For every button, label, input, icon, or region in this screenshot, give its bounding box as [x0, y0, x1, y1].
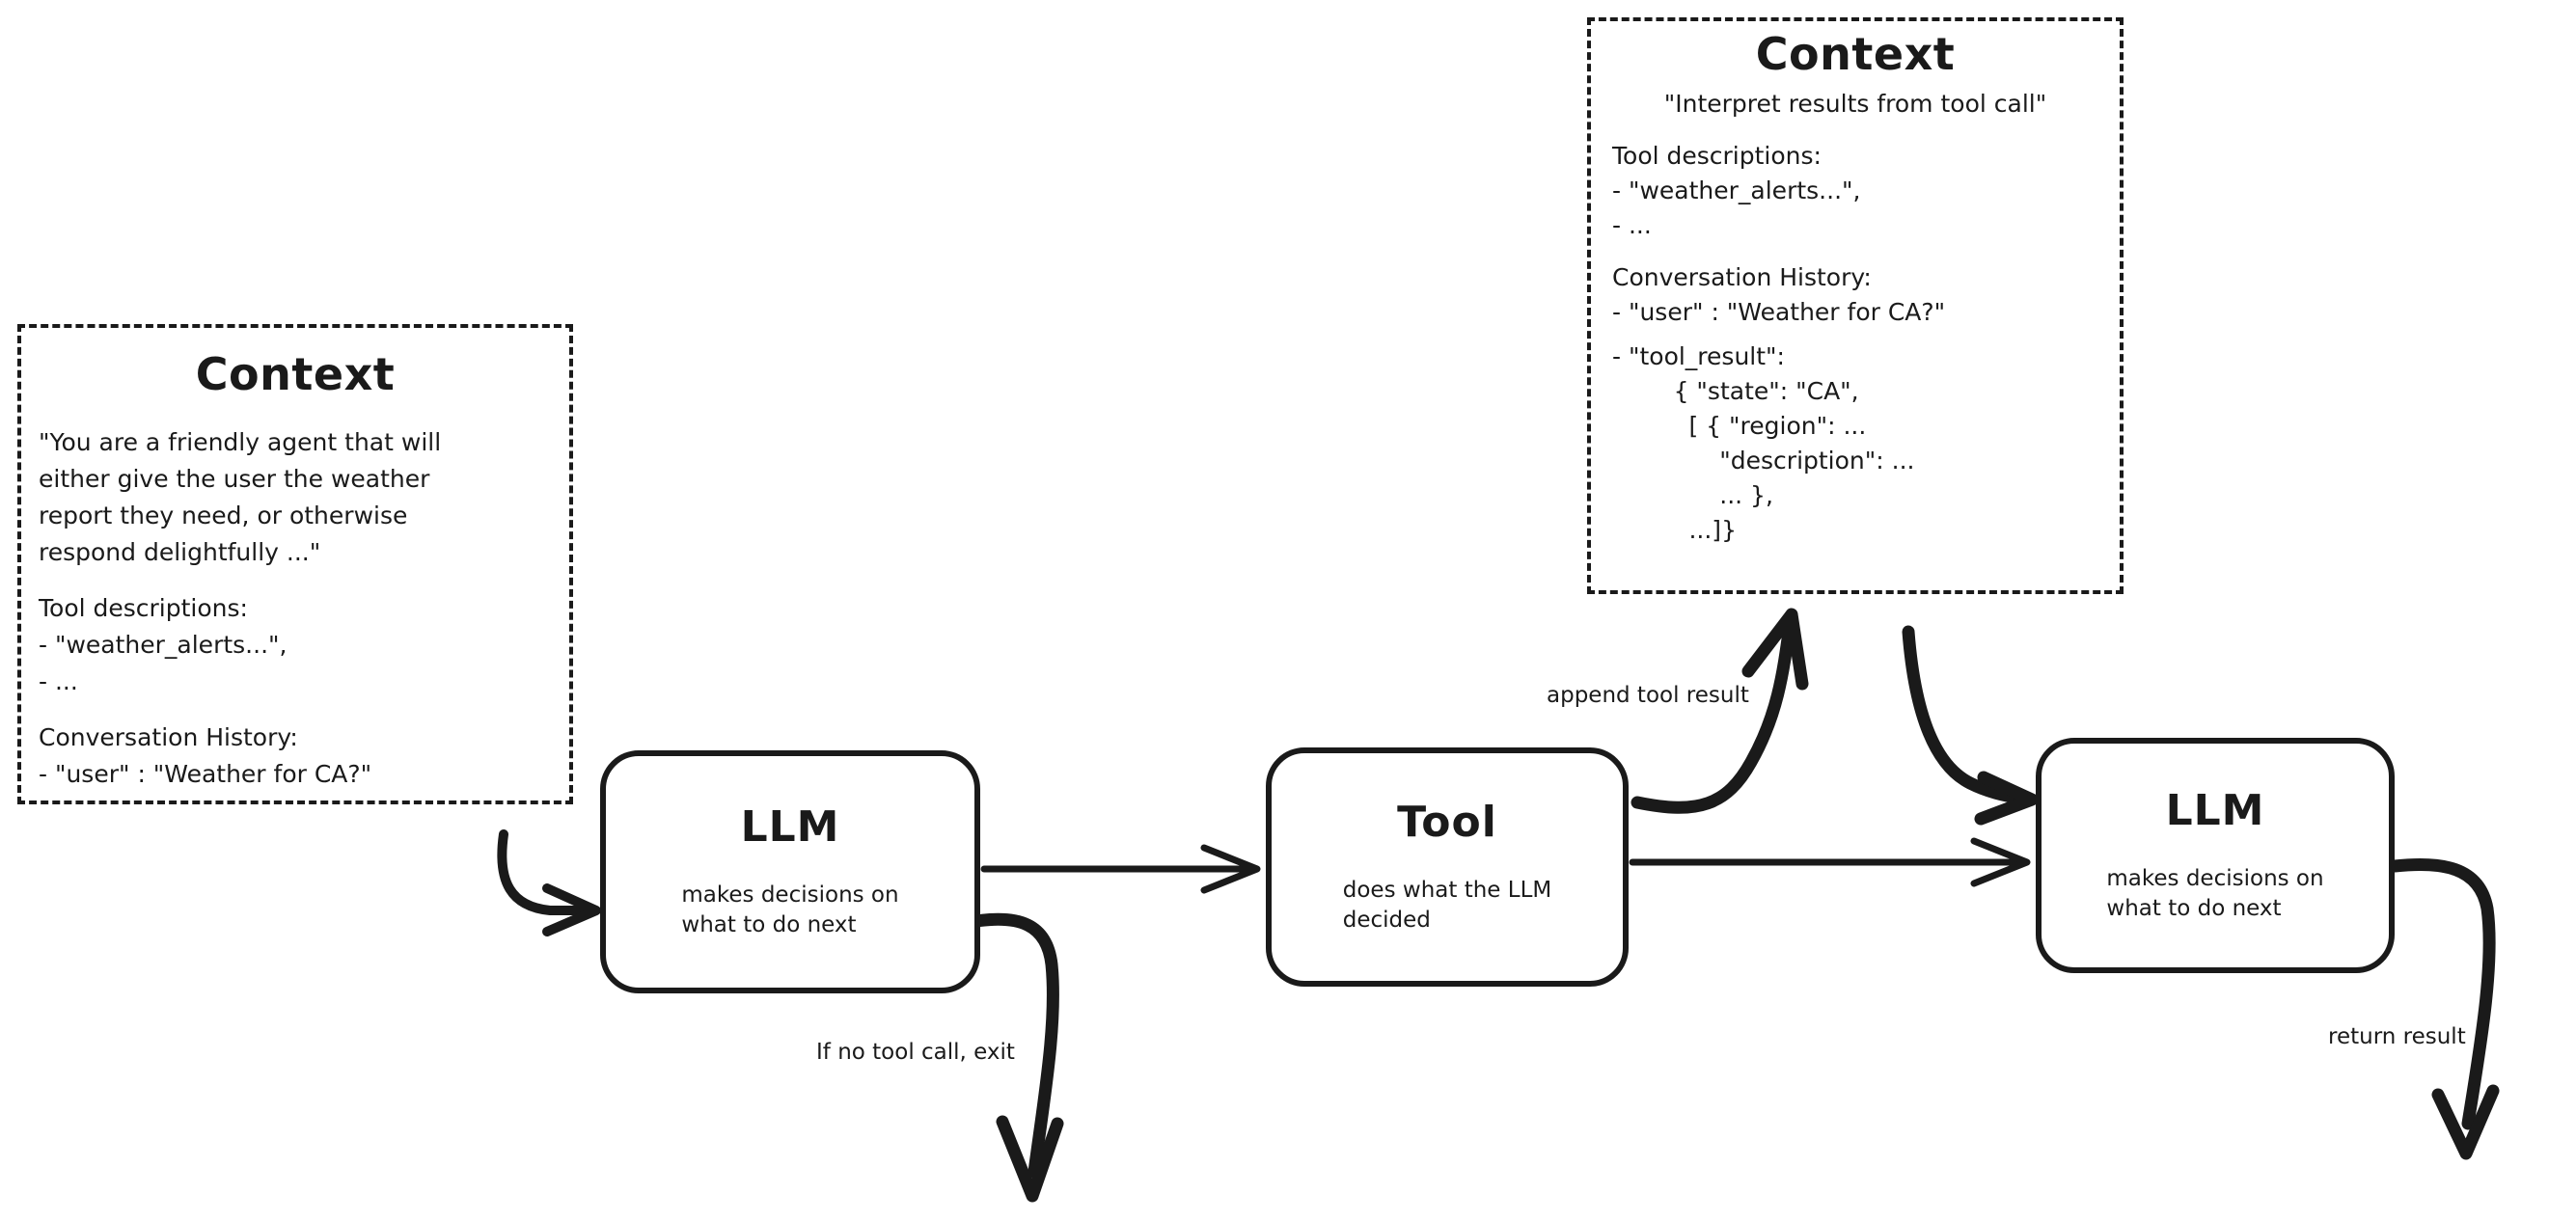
- node-llm-first[interactable]: LLM makes decisions on what to do next: [600, 750, 980, 993]
- context-panel-initial-conversation-heading: Conversation History:: [39, 723, 298, 751]
- context-panel-after-tool-tools-heading: Tool descriptions:: [1612, 142, 1822, 170]
- edge-label-return-result: return result: [2328, 1024, 2466, 1049]
- spacer: [1591, 243, 2120, 260]
- spacer: [21, 700, 569, 719]
- edge-context-to-llm: [497, 829, 601, 936]
- context-panel-initial-conversation-items: - "user" : "Weather for CA?": [39, 760, 372, 788]
- context-panel-initial-tools-items: - "weather_alerts...", - ...: [39, 631, 288, 695]
- context-panel-after-tool: Context "Interpret results from tool cal…: [1587, 17, 2124, 594]
- context-panel-after-tool-title: Context: [1755, 28, 1956, 80]
- node-llm-first-subtitle: makes decisions on what to do next: [681, 882, 899, 937]
- spacer: [21, 571, 569, 590]
- node-llm-first-title: LLM: [740, 802, 840, 852]
- node-llm-second-title: LLM: [2165, 786, 2265, 835]
- edge-append-tool-result: [1631, 608, 1809, 814]
- node-tool-title: Tool: [1397, 798, 1497, 847]
- context-panel-after-tool-conversation-heading: Conversation History:: [1612, 263, 1872, 291]
- context-panel-after-tool-tool-result: - "tool_result": { "state": "CA", [ { "r…: [1612, 342, 1915, 544]
- edge-return-result: [2388, 857, 2500, 1160]
- node-tool[interactable]: Tool does what the LLM decided: [1266, 747, 1629, 987]
- node-llm-second[interactable]: LLM makes decisions on what to do next: [2036, 738, 2395, 973]
- edge-llm-to-tool: [980, 844, 1261, 894]
- node-llm-second-subtitle: makes decisions on what to do next: [2106, 866, 2324, 921]
- context-panel-after-tool-conversation-items: - "user" : "Weather for CA?": [1612, 298, 1946, 326]
- edge-context-to-llm2: [1902, 625, 2039, 826]
- edge-tool-to-llm2: [1629, 837, 2031, 887]
- context-panel-initial-system-prompt: "You are a friendly agent that will eith…: [39, 428, 442, 566]
- context-panel-after-tool-tools-items: - "weather_alerts...", - ...: [1612, 176, 1861, 239]
- context-panel-initial-title: Context: [195, 348, 396, 400]
- context-panel-initial: Context "You are a friendly agent that w…: [17, 324, 573, 804]
- edge-label-append-tool-result: append tool result: [1547, 683, 1749, 708]
- context-panel-initial-tools-heading: Tool descriptions:: [39, 594, 248, 622]
- node-tool-subtitle: does what the LLM decided: [1342, 878, 1552, 933]
- context-panel-after-tool-system-prompt: "Interpret results from tool call": [1663, 90, 2047, 118]
- edge-label-exit: If no tool call, exit: [816, 1040, 1015, 1065]
